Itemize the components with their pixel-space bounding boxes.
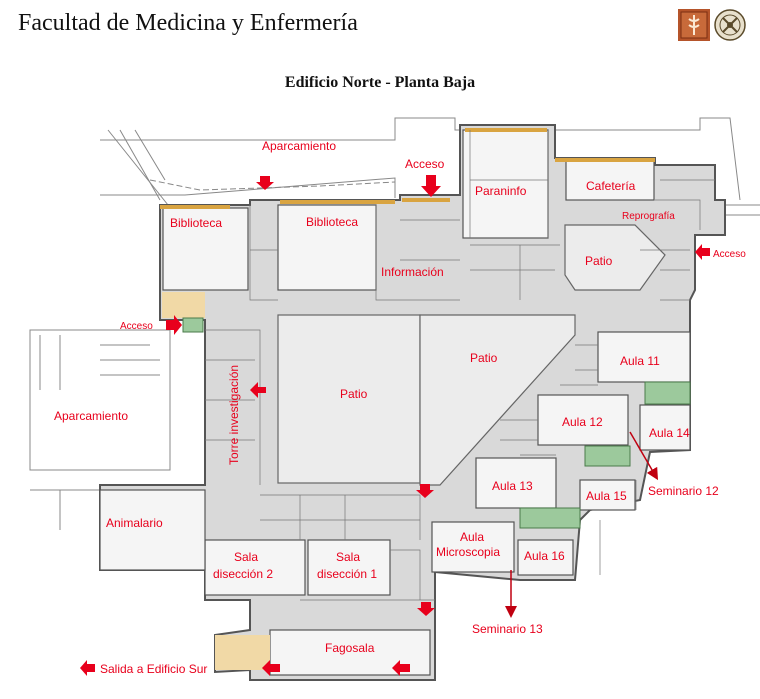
- pointer-lines: [505, 431, 659, 618]
- label-aparcamiento-top: Aparcamiento: [262, 139, 336, 153]
- label-aula-14: Aula 14: [649, 426, 690, 440]
- label-aula-11: Aula 11: [620, 354, 660, 368]
- label-aula-12: Aula 12: [562, 415, 603, 429]
- label-seminario-13: Seminario 13: [472, 622, 543, 636]
- arrow-down-icon: [421, 175, 441, 197]
- room-labels: Aparcamiento Acceso Paraninfo Cafetería …: [54, 139, 746, 676]
- courtyards: [277, 224, 666, 486]
- arrow-left-icon: [262, 660, 280, 676]
- label-sala-diseccion-2-line1: Sala: [234, 550, 258, 564]
- label-acceso-east: Acceso: [713, 249, 746, 260]
- label-paraninfo: Paraninfo: [475, 184, 527, 198]
- arrow-down-icon: [256, 176, 274, 190]
- label-aula-microscopia-line2: Microscopia: [436, 545, 500, 559]
- label-aparcamiento-west: Aparcamiento: [54, 409, 128, 423]
- accent-strips: [160, 128, 655, 670]
- label-animalario: Animalario: [106, 516, 163, 530]
- interior-partitions: [205, 130, 715, 601]
- building-floor-subtitle: Edificio Norte - Planta Baja: [284, 74, 476, 91]
- label-biblioteca-2: Biblioteca: [306, 215, 358, 229]
- page-title: Facultad de Medicina y Enfermería: [18, 10, 358, 36]
- label-patio-main: Patio: [340, 387, 368, 401]
- logo-group: [678, 9, 746, 41]
- arrow-left-icon: [80, 660, 95, 676]
- arrow-down-icon: [416, 484, 434, 498]
- label-aula-13: Aula 13: [492, 479, 533, 493]
- pointer-seminario-12: [629, 431, 659, 481]
- room-blocks: [99, 129, 691, 676]
- label-sala-diseccion-1-line2: disección 1: [317, 567, 377, 581]
- direction-arrows: [80, 175, 710, 676]
- label-aula-microscopia-line1: Aula: [460, 530, 484, 544]
- faculty-seal-logo: [714, 9, 746, 41]
- label-salida-edificio-sur: Salida a Edificio Sur: [100, 662, 207, 676]
- label-acceso-top: Acceso: [405, 157, 445, 171]
- label-biblioteca-1: Biblioteca: [170, 216, 222, 230]
- arrow-left-icon: [695, 244, 710, 260]
- arrow-left-icon: [250, 382, 266, 398]
- label-patio-ne: Patio: [585, 254, 613, 268]
- university-shield-logo: [678, 9, 710, 41]
- green-rooms: [182, 317, 691, 529]
- label-seminario-12: Seminario 12: [648, 484, 719, 498]
- label-aula-16: Aula 16: [524, 549, 565, 563]
- label-acceso-west: Acceso: [120, 321, 153, 332]
- arrow-down-icon: [417, 602, 435, 616]
- label-sala-diseccion-2-line2: disección 2: [213, 567, 273, 581]
- label-reprografia: Reprografía: [622, 211, 675, 222]
- label-aula-15: Aula 15: [586, 489, 627, 503]
- label-sala-diseccion-1-line1: Sala: [336, 550, 360, 564]
- label-informacion: Información: [381, 265, 444, 279]
- parking-outlines: [29, 117, 760, 530]
- arrow-left-icon: [392, 660, 410, 676]
- label-fagosala: Fagosala: [325, 641, 375, 655]
- label-cafeteria: Cafetería: [586, 179, 636, 193]
- arrow-right-icon: [166, 315, 182, 335]
- label-torre-investigacion: Torre investigación: [227, 365, 241, 465]
- label-patio-central: Patio: [470, 351, 498, 365]
